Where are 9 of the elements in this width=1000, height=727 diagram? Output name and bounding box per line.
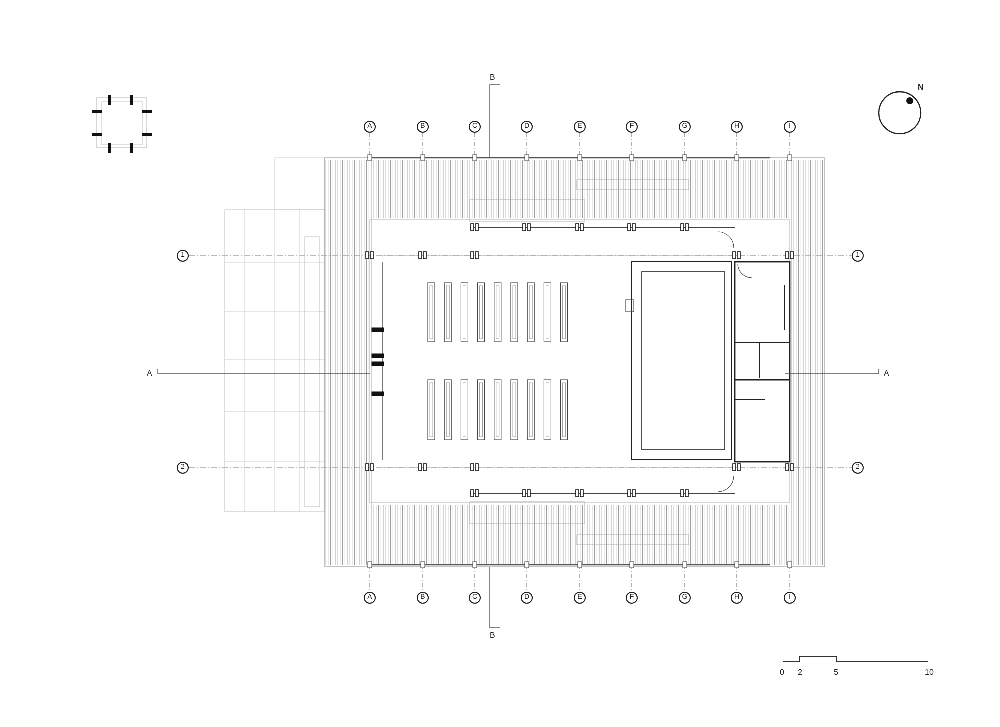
section-label: B (490, 631, 496, 640)
scale-label: 2 (798, 668, 802, 677)
north-label: N (918, 83, 924, 92)
scale-label: 5 (834, 668, 838, 677)
scale-label: 10 (925, 668, 934, 677)
section-label: A (147, 369, 152, 378)
scale-label: 0 (780, 668, 784, 677)
section-label: A (884, 369, 890, 378)
section-label: B (490, 73, 496, 82)
